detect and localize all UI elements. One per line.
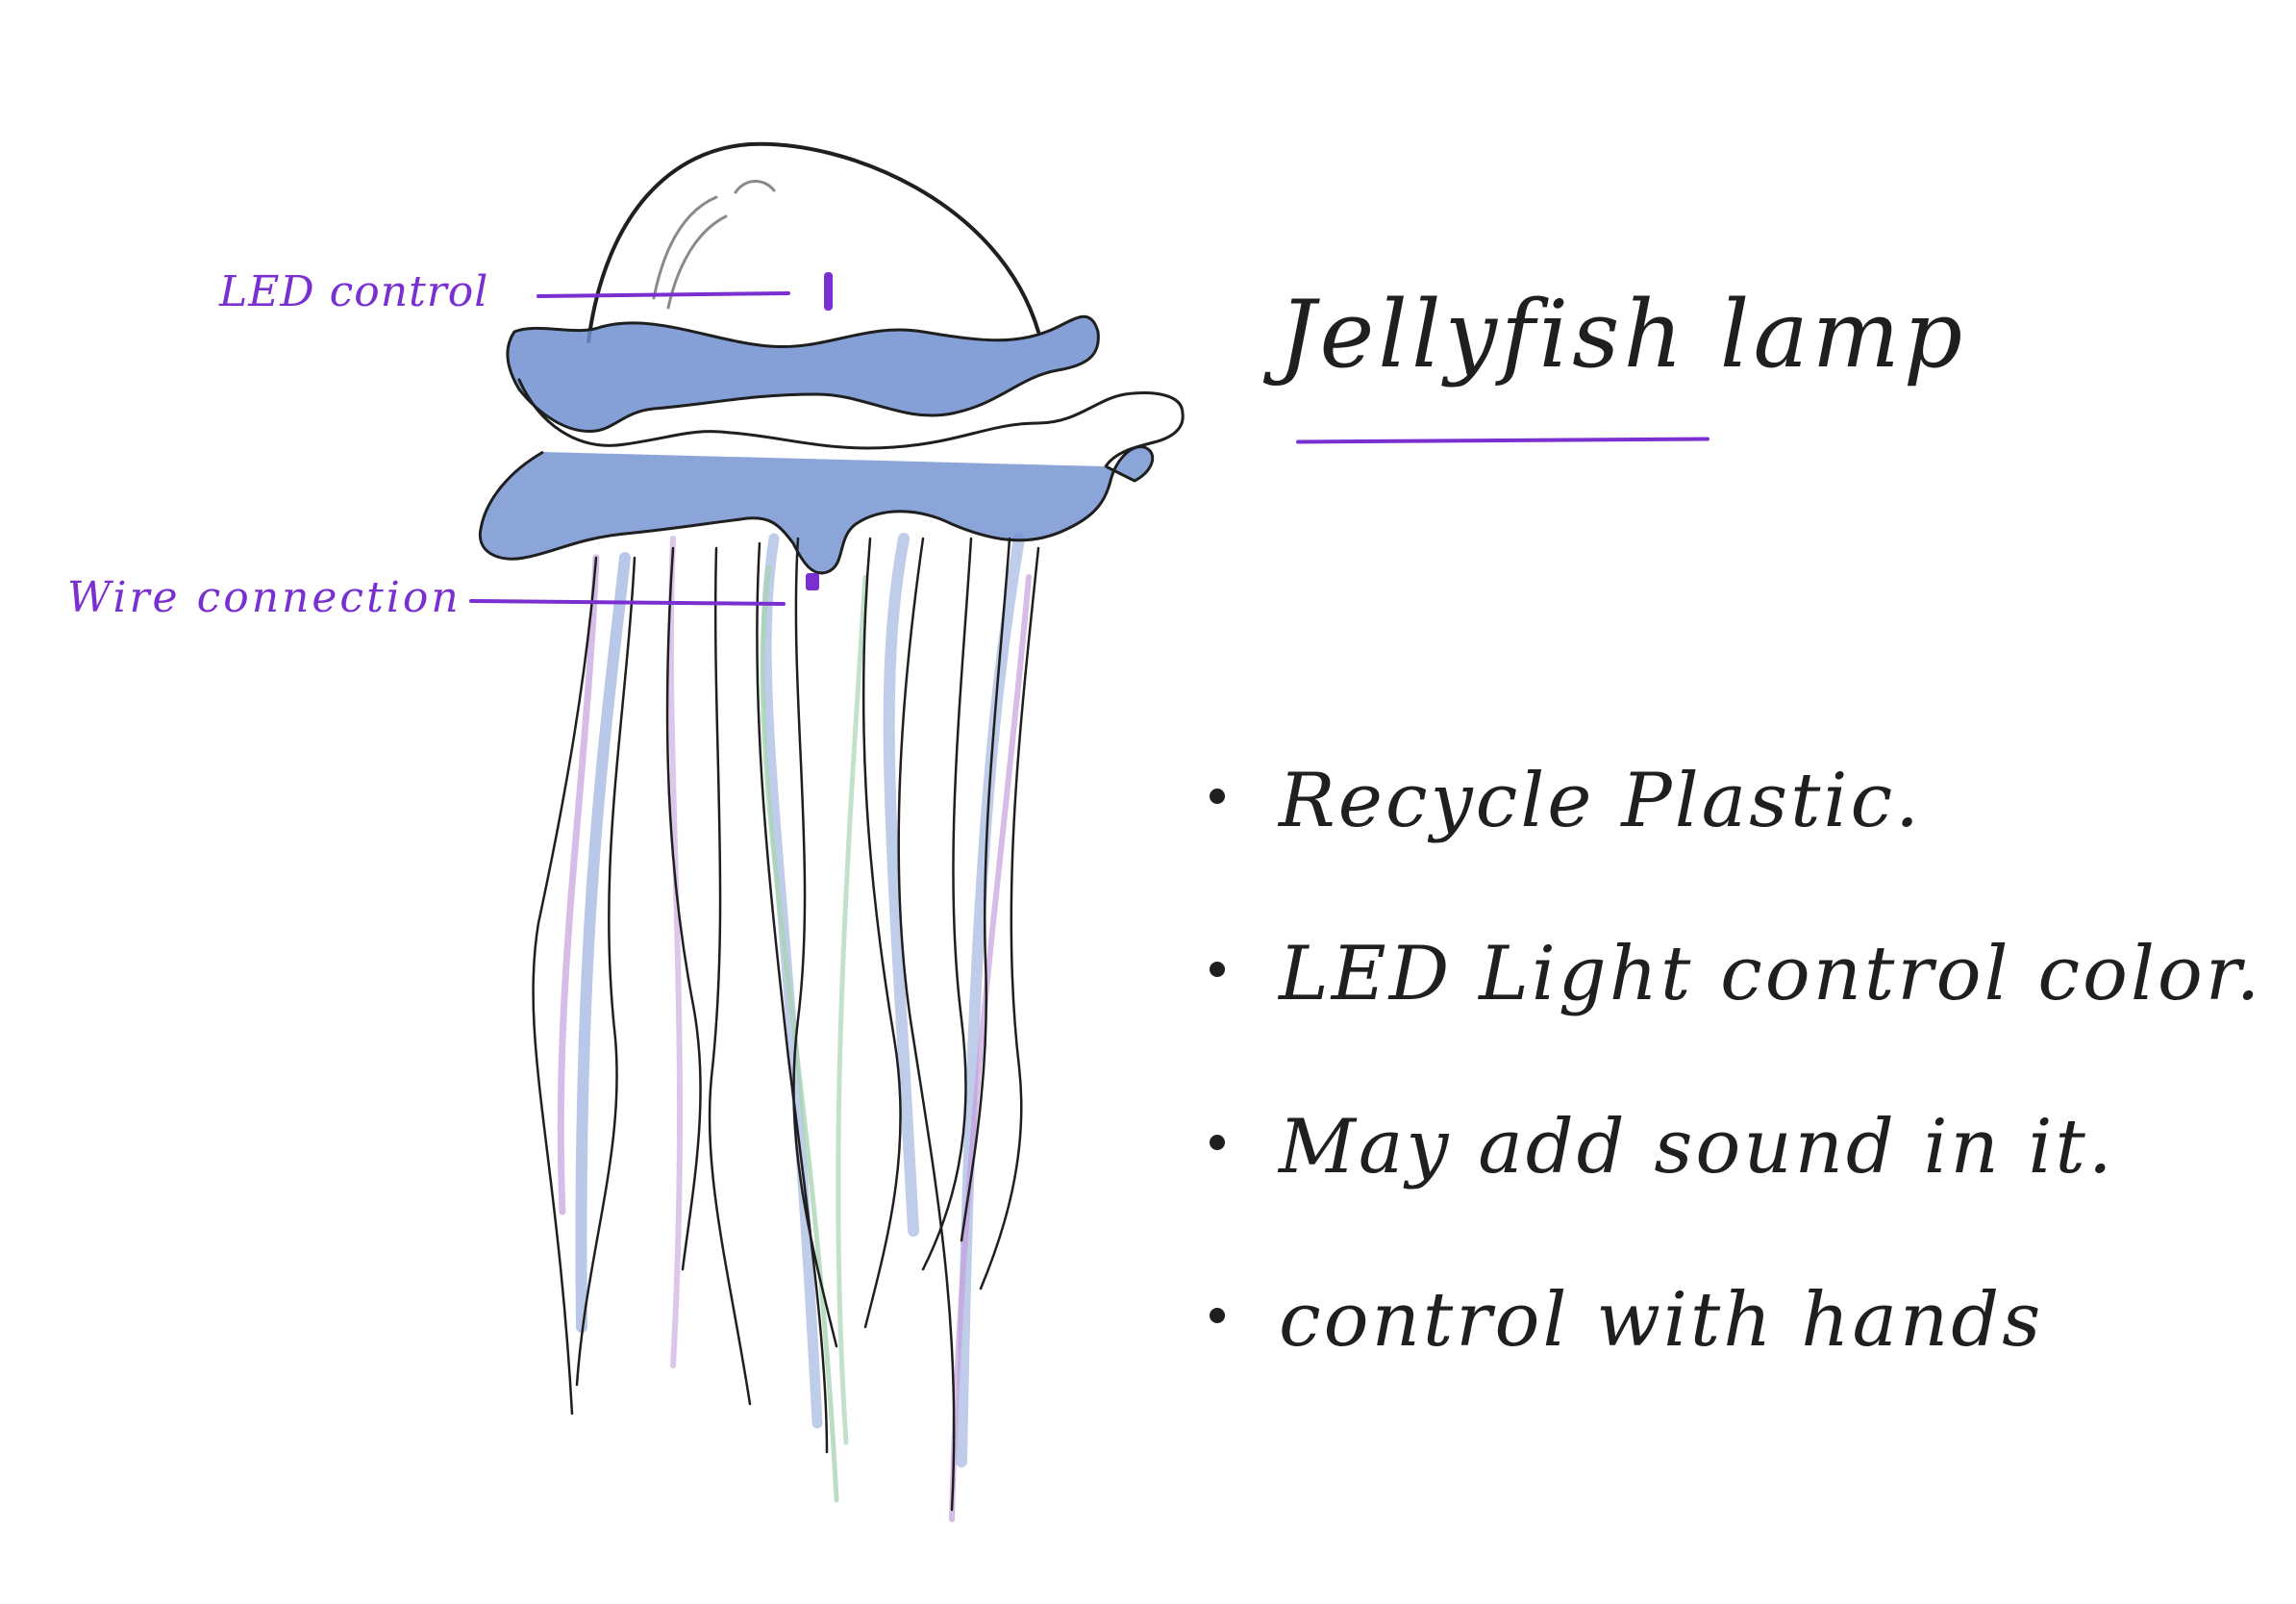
tentacle-color-washes (561, 539, 1029, 1519)
note-item: May add sound in it. (1202, 1096, 2211, 1269)
diagram-title: Jellyfish lamp (1279, 288, 1966, 381)
dome-highlight (654, 181, 774, 308)
bullet-dot-icon (1210, 962, 1225, 977)
bullet-dot-icon (1210, 1308, 1225, 1323)
wire-marker (806, 573, 819, 590)
upper-ruffle-band (508, 316, 1098, 431)
bullet-dot-icon (1210, 1135, 1225, 1150)
tentacle-wash (838, 577, 865, 1442)
notes-list: Recycle Plastic. LED Light control color… (1202, 750, 2211, 1442)
tentacle-wash (766, 539, 817, 1423)
led-marker (824, 272, 833, 311)
tentacle (981, 548, 1038, 1289)
note-item: Recycle Plastic. (1202, 750, 2211, 923)
tentacle (710, 548, 750, 1404)
note-text: May add sound in it. (1279, 1110, 2115, 1185)
note-text: control with hands (1279, 1283, 2043, 1358)
led-control-label: LED control (219, 271, 488, 313)
note-text: Recycle Plastic. (1279, 764, 1922, 839)
jellyfish-dome (588, 144, 1038, 341)
wire-connection-label: Wire connection (67, 577, 462, 619)
note-item: control with hands (1202, 1269, 2211, 1442)
note-text: LED Light control color. (1279, 937, 2262, 1012)
led-leader-line (538, 293, 788, 296)
lower-ruffle-band (480, 447, 1152, 573)
bullet-dot-icon (1210, 789, 1225, 804)
wire-leader-line (471, 601, 784, 604)
note-item: LED Light control color. (1202, 923, 2211, 1096)
tentacle-wash (961, 539, 1019, 1462)
tentacle-wash (671, 539, 680, 1366)
